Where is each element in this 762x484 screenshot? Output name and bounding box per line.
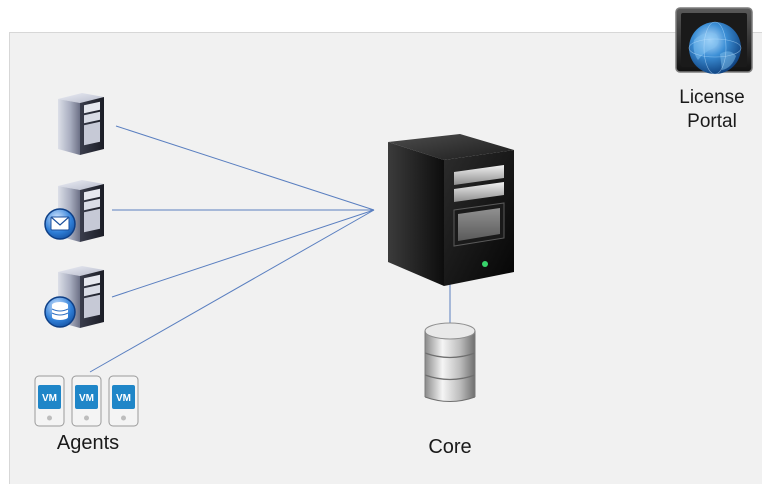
agents-label: Agents	[56, 432, 120, 454]
vm-badge-text: VM	[116, 393, 131, 404]
storage-cylinder-icon	[424, 322, 476, 402]
vm-badge-text: VM	[42, 393, 57, 404]
vm-badge-text: VM	[79, 393, 94, 404]
connector-agent-virtual-machines	[89, 209, 375, 373]
vm-device-3: VM	[108, 375, 139, 427]
vm-icon: VM VM VM	[34, 375, 139, 427]
globe-monitor-icon	[675, 7, 753, 75]
license-portal-label-line1: License	[679, 87, 745, 108]
tower-server-icon	[388, 134, 514, 286]
mail-server-icon	[44, 180, 104, 242]
license-portal-label: License Portal	[660, 86, 762, 134]
envelope-icon	[44, 208, 76, 240]
vm-device-1: VM	[34, 375, 65, 427]
vm-device-2: VM	[71, 375, 102, 427]
connectors	[89, 125, 451, 373]
connector-agent-server-database	[111, 209, 375, 298]
server-icon	[58, 93, 104, 155]
connector-agent-server-plain	[115, 125, 375, 211]
core-label: Core	[428, 436, 472, 458]
database-server-icon	[44, 266, 104, 328]
license-portal-label-line2: Portal	[687, 111, 737, 132]
database-icon	[44, 296, 76, 328]
